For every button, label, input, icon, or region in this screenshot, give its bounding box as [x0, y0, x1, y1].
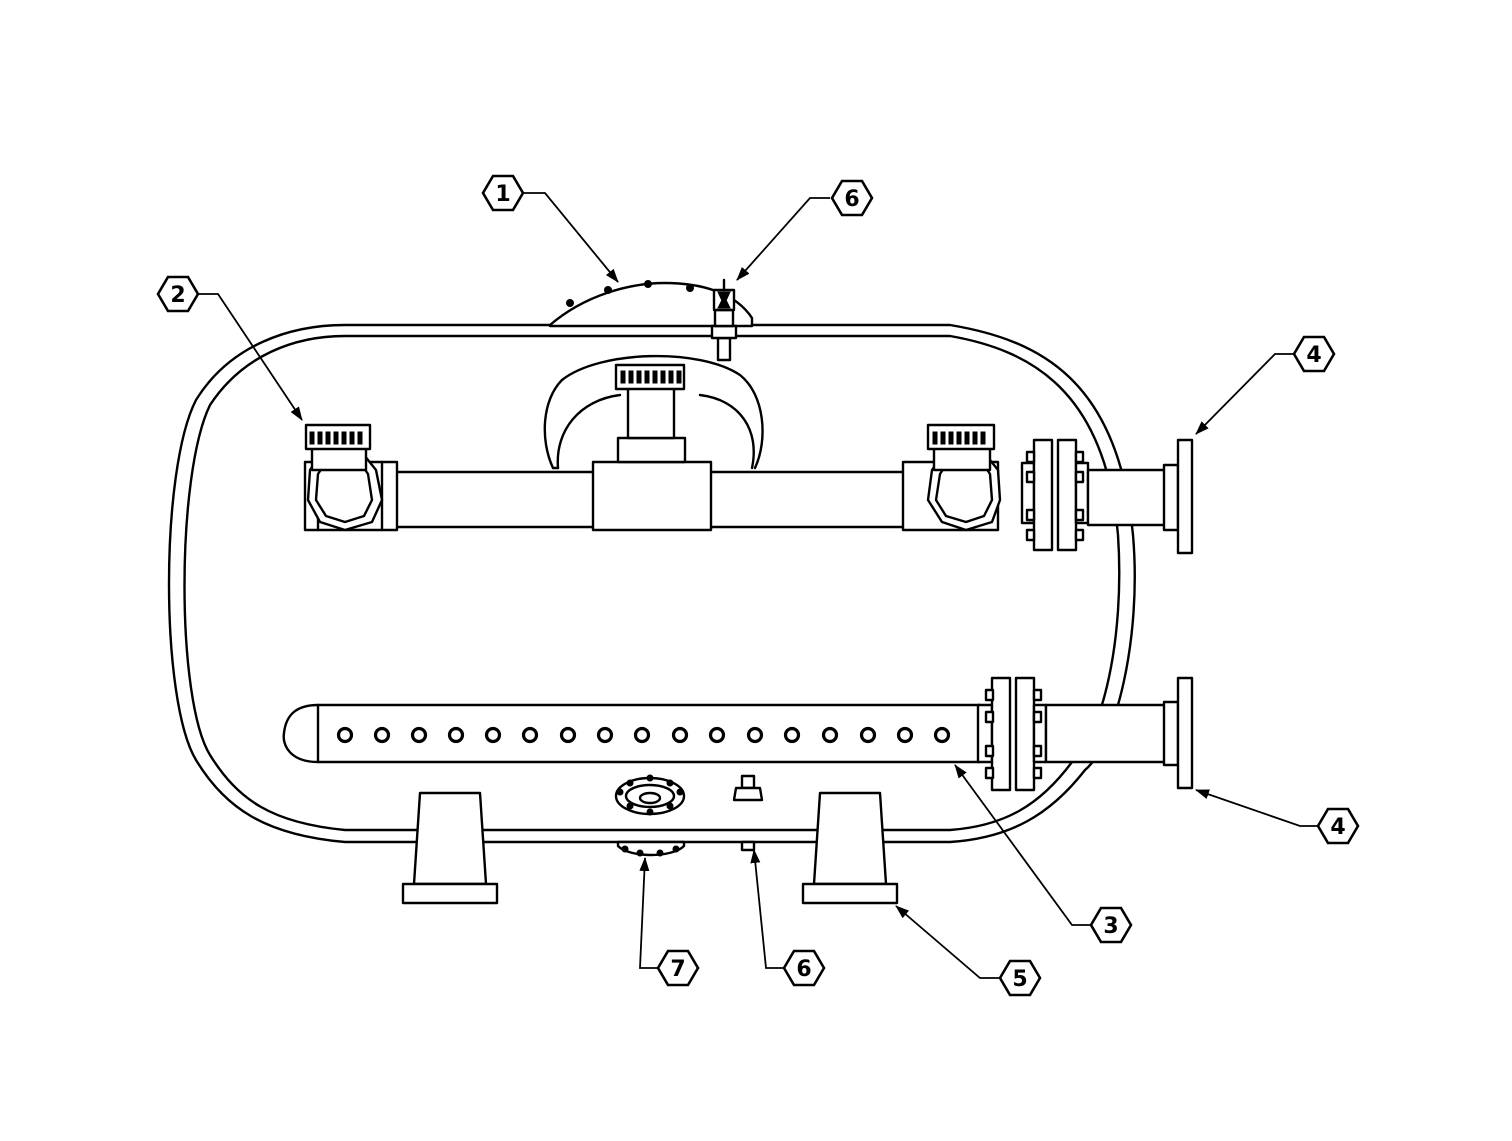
- callout-7-label: 7: [670, 957, 685, 982]
- callout-2-label: 2: [170, 283, 185, 308]
- callout-5: 5: [998, 959, 1042, 997]
- callout-3: 3: [1089, 906, 1133, 944]
- leader-lines: [198, 192, 1318, 979]
- inner-dome: [543, 354, 764, 470]
- callout-6-bottom-label: 6: [796, 957, 811, 982]
- lower-flange-assembly: [976, 676, 1194, 792]
- right-strainer-nozzle: [926, 423, 1002, 532]
- manhole-cover: [548, 280, 754, 328]
- support-leg-left: [401, 791, 499, 905]
- callout-6-bottom: 6: [782, 949, 826, 987]
- drain-plug: [732, 774, 764, 852]
- upper-flange-assembly: [1020, 438, 1194, 555]
- callout-4-bottom: 4: [1316, 807, 1360, 845]
- callout-1-label: 1: [495, 182, 510, 207]
- left-strainer-nozzle: [304, 423, 384, 532]
- callout-4-bottom-label: 4: [1330, 815, 1345, 840]
- callout-7: 7: [656, 949, 700, 987]
- callout-6-top-label: 6: [844, 187, 859, 212]
- callout-4-top: 4: [1292, 335, 1336, 373]
- support-leg-right: [801, 791, 899, 905]
- callout-3-label: 3: [1103, 914, 1118, 939]
- callout-6-top: 6: [830, 179, 874, 217]
- lower-diffuser-pipe: [282, 703, 982, 764]
- air-vent-valve: [710, 278, 738, 362]
- center-strainer-nozzle: [614, 363, 686, 391]
- callout-4-top-label: 4: [1306, 343, 1321, 368]
- bottom-drain-flange: [614, 774, 686, 857]
- callout-5-label: 5: [1012, 967, 1027, 992]
- callout-2: 2: [156, 275, 200, 313]
- upper-collector-pipe: [303, 386, 1000, 532]
- callout-1: 1: [481, 174, 525, 212]
